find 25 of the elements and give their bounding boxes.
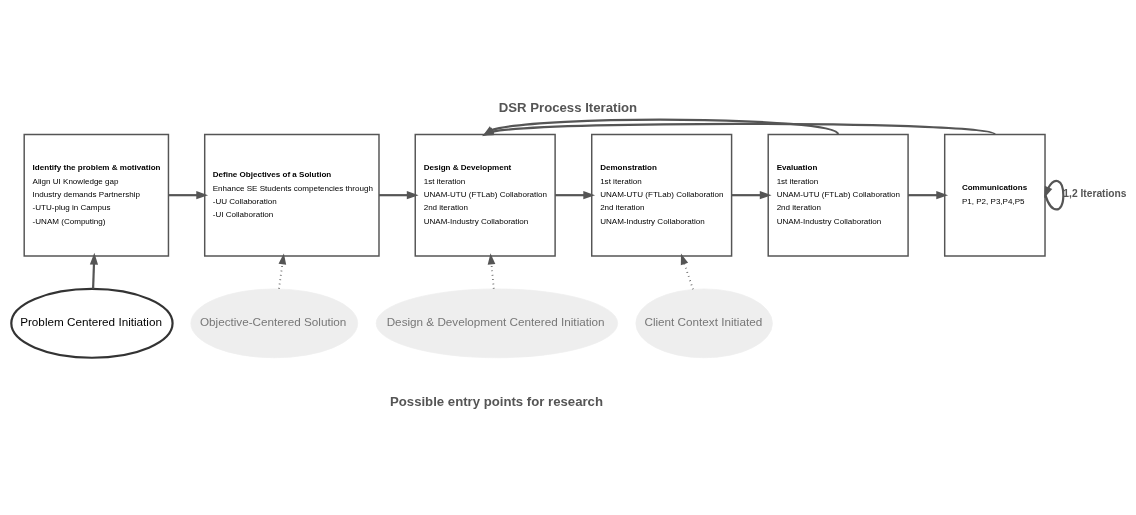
node-box: Identify the problem & motivation Align UI Knowledge gap Industry demands Partnership -UTU-plug in Campus -UNAM (Computing) (23, 133, 170, 257)
node-box: Demonstration 1st iteration UNAM-UTU (FTLab) Collaboration 2nd iteration UNAM-Industry Collaboration (591, 133, 733, 257)
node-ellipse: Problem Centered Initiation (10, 287, 174, 359)
node-box: Define Objectives of a Solution Enhance SE Students competencies through -UU Collaboration -UI Collaboration (203, 133, 380, 257)
arrow (482, 118, 839, 136)
arrow (680, 253, 694, 290)
node-box: Design & Development 1st iteration UNAM-UTU (FTLab) Collaboration 2nd iteration UNAM-Industry Collaboration (414, 133, 556, 257)
arrow (555, 190, 596, 199)
arrow (487, 252, 496, 290)
node-ellipse: Client Context Initiated (635, 288, 773, 358)
arrow (379, 190, 419, 199)
arrow (278, 252, 287, 290)
label: Possible entry points for research (389, 393, 603, 409)
arrow (482, 122, 996, 136)
edge-label: 1,2 Iterations (1063, 187, 1127, 199)
arrow (908, 190, 949, 199)
arrow (1044, 179, 1065, 210)
node-ellipse: Design & Development Centered Initiation (375, 288, 618, 358)
diagram-title: DSR Process Iteration (498, 99, 638, 115)
node-box: Evaluation 1st iteration UNAM-UTU (FTLab) Collaboration 2nd iteration UNAM-Industry Collaboration (767, 133, 909, 257)
arrow (731, 190, 772, 199)
arrow (89, 252, 99, 289)
arrow (168, 190, 209, 199)
node-box: Communications P1, P2, P3,P4,P5 (943, 133, 1046, 257)
node-ellipse: Objective-Centered Solution (190, 288, 359, 358)
